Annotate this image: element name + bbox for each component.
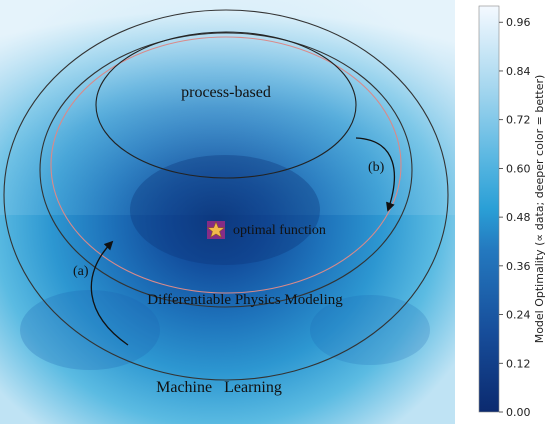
machine-learning-boundary [3, 9, 449, 381]
colorbar-tick-label: 0.72 [506, 114, 531, 127]
differentiable-physics-inner-boundary [50, 36, 402, 294]
optimal-function-label: optimal function [233, 223, 326, 238]
colorbar-ticks: 0.00 0.12 0.24 0.36 0.48 0.60 0.72 0.84 0.96 [499, 16, 531, 419]
differentiable-physics-boundary [39, 32, 413, 308]
arrow-b-label: (b) [368, 160, 385, 175]
heatmap-background [0, 0, 460, 424]
colorbar: 0.00 0.12 0.24 0.36 0.48 0.60 0.72 0.84 0.96 Mod… [478, 5, 546, 419]
colorbar-tick-label: 0.24 [506, 309, 531, 322]
colorbar-tick-label: 0.12 [506, 357, 531, 370]
colorbar-tick-label: 0.60 [506, 162, 531, 175]
process-based-boundary [95, 31, 357, 179]
colorbar-tick-label: 0.96 [506, 16, 531, 29]
arrow-a-label: (a) [73, 264, 89, 279]
differentiable-physics-label: Differentiable Physics Modeling [147, 292, 343, 308]
colorbar-tick-label: 0.84 [506, 65, 531, 78]
colorbar-tick-label: 0.36 [506, 260, 531, 273]
colorbar-tick-label: 0.48 [506, 211, 531, 224]
process-based-label: process-based [181, 84, 271, 101]
machine-learning-label: Machine Learning [156, 379, 282, 396]
arrow-b [355, 137, 395, 212]
star-icon [206, 221, 226, 239]
colorbar-title: Model Optimality (∝ data; deeper color =… [533, 75, 546, 344]
arrow-a [90, 240, 129, 346]
colorbar-tick-label: 0.00 [506, 406, 531, 419]
